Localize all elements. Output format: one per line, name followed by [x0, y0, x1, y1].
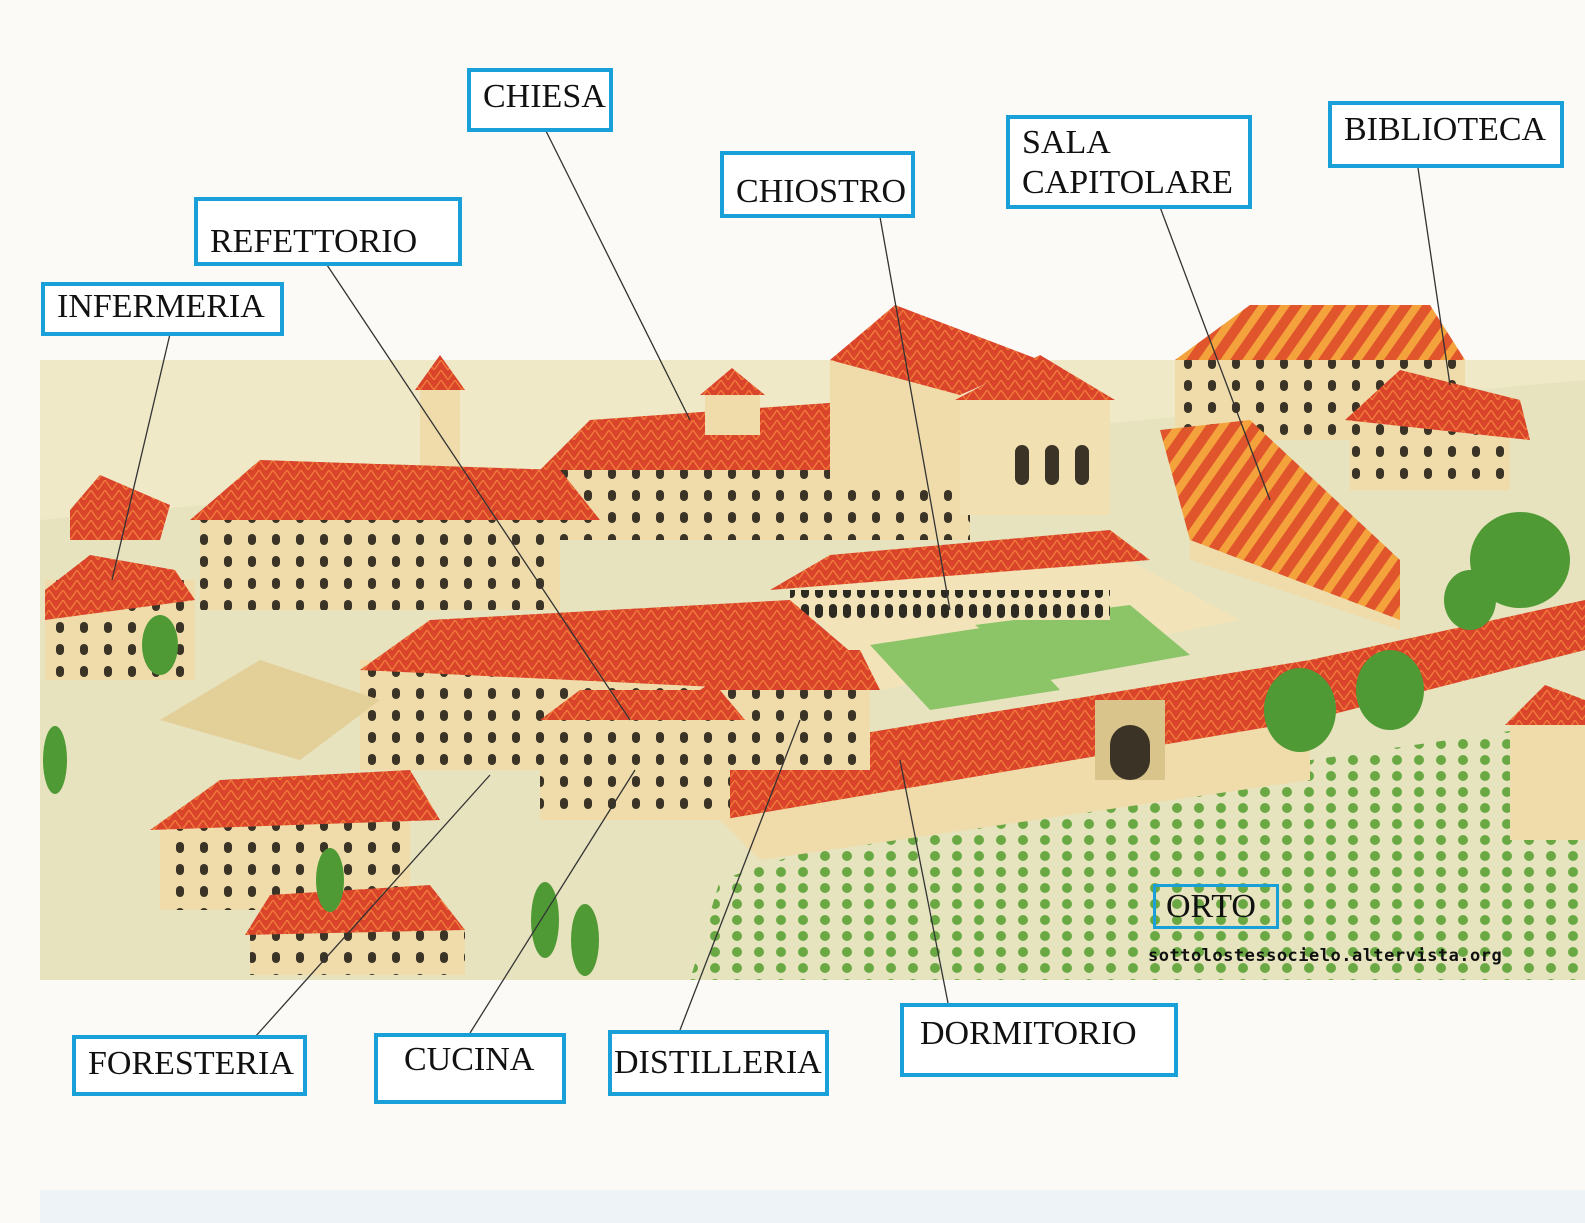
label-infermeria: INFERMERIA [41, 282, 284, 336]
refettorio-wall [200, 520, 560, 610]
label-sala-capitolare-line2: CAPITOLARE [1022, 164, 1233, 201]
label-chiostro-text: CHIOSTRO [736, 173, 907, 210]
sala-capitolare-roof [1160, 420, 1400, 620]
label-chiesa: CHIESA [467, 68, 613, 132]
label-infermeria-text: INFERMERIA [57, 288, 265, 325]
foresteria-roof [150, 770, 440, 830]
label-cucina-text: CUCINA [404, 1041, 535, 1078]
label-foresteria: FORESTERIA [72, 1035, 307, 1096]
chiostro-garden-east [975, 605, 1190, 680]
biblioteca-roof [1175, 305, 1465, 360]
staircase [160, 660, 380, 760]
label-biblioteca: BIBLIOTECA [1328, 101, 1564, 168]
label-sala-capitolare-line1: SALA [1022, 124, 1111, 161]
label-foresteria-text: FORESTERIA [88, 1045, 294, 1082]
trees [43, 512, 1570, 976]
leader-lines [111, 130, 1451, 1038]
label-chiesa-text: CHIESA [483, 78, 606, 115]
label-distilleria: DISTILLERIA [608, 1030, 829, 1096]
label-refettorio-text: REFETTORIO [210, 223, 418, 260]
label-sala-capitolare: SALA CAPITOLARE [1006, 115, 1252, 209]
refettorio-roof [190, 460, 600, 520]
label-dormitorio-text: DORMITORIO [920, 1015, 1137, 1052]
label-orto: ORTO [1153, 884, 1279, 929]
foresteria-annex-roof [245, 885, 465, 935]
watermark: sottolostessocielo.altervista.org [1148, 946, 1503, 966]
label-refettorio: REFETTORIO [194, 197, 462, 266]
label-cucina: CUCINA [374, 1033, 566, 1104]
label-distilleria-text: DISTILLERIA [614, 1044, 822, 1081]
label-chiostro: CHIOSTRO [720, 151, 915, 218]
orto-field [690, 720, 1585, 980]
small-tower [705, 395, 760, 435]
chiesa-wall [540, 470, 970, 540]
label-dormitorio: DORMITORIO [900, 1003, 1178, 1077]
label-orto-text: ORTO [1166, 888, 1256, 925]
chiostro-arcade [790, 590, 1110, 620]
east-wing-roof [1345, 370, 1530, 440]
distilleria-roof [700, 650, 880, 690]
infermeria-roof [45, 555, 195, 620]
label-biblioteca-text: BIBLIOTECA [1344, 111, 1547, 148]
